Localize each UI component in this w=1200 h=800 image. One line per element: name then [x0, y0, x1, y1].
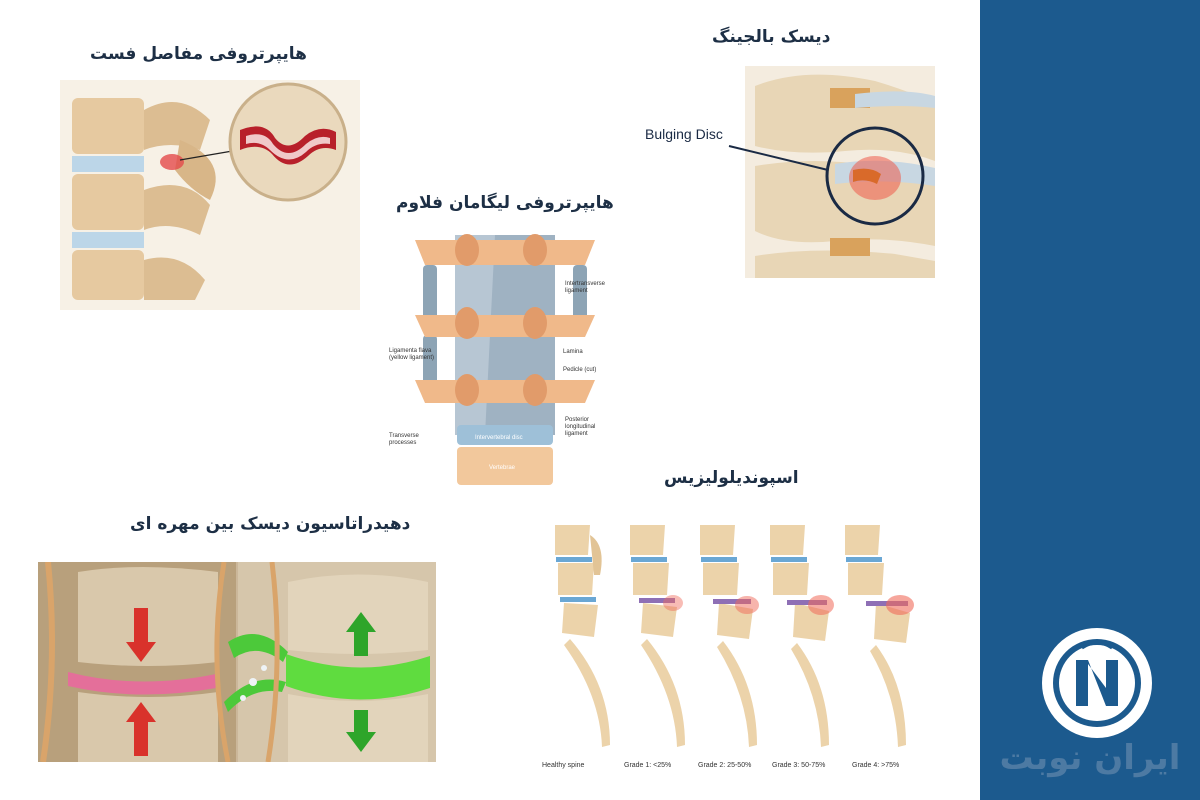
facet-illustration [60, 80, 360, 310]
grade-label-0: Healthy spine [542, 762, 585, 769]
dehydration-illustration [38, 562, 436, 762]
flavum-label-posterior: Posterior [565, 417, 589, 423]
grade-label-3: Grade 3: 50-75% [772, 762, 825, 769]
spondy-illustration: Healthy spine Grade 1: <25% Grade 2: 25-… [542, 525, 914, 769]
flavum-label-transverse2: processes [389, 440, 416, 446]
flavum-label-transverse: Transverse [389, 433, 419, 439]
facet-title: هایپرتروفی مفاصل فست [90, 44, 307, 64]
bulging-illustration: Bulging Disc [645, 66, 935, 278]
brand-name: ایران نوبت [999, 738, 1181, 778]
spine-grade4 [845, 525, 914, 747]
dehydration-title: دهیدراتاسیون دیسک بین مهره ای [130, 514, 411, 534]
flavum-label-flava2: (yellow ligament) [389, 355, 434, 361]
flavum-label-posterior2: longitudinal [565, 424, 595, 430]
spine-grade1 [630, 525, 685, 747]
flavum-label-lamina: Lamina [563, 349, 583, 355]
flavum-label-flava: Ligamenta flava [389, 348, 432, 354]
flavum-label-intertransverse: Intertransverse [565, 281, 606, 287]
flavum-label-intertransverse2: ligament [565, 288, 588, 294]
bulging-label: Bulging Disc [645, 126, 723, 142]
bulging-title: دیسک بالجینگ [712, 27, 831, 47]
spine-grade2 [700, 525, 759, 747]
grade-label-2: Grade 2: 25-50% [698, 762, 751, 769]
flavum-label-disc: Intervertebral disc [475, 435, 523, 441]
grade-label-1: Grade 1: <25% [624, 762, 671, 769]
flavum-label-pedicle: Pedicle (cut) [563, 367, 596, 373]
flavum-label-vertebrae: Vertebrae [489, 465, 516, 471]
brand-logo-icon [1042, 628, 1152, 738]
spine-grade3 [770, 525, 834, 747]
flavum-illustration: Intertransverse ligament Ligamenta flava… [385, 225, 625, 490]
flavum-title: هایپرتروفی لیگامان فلاوم [396, 193, 614, 213]
spondy-title: اسپوندیلولیزیس [664, 468, 799, 488]
flavum-label-posterior3: ligament [565, 431, 588, 437]
grade-label-4: Grade 4: >75% [852, 762, 899, 769]
spine-healthy [555, 525, 610, 747]
